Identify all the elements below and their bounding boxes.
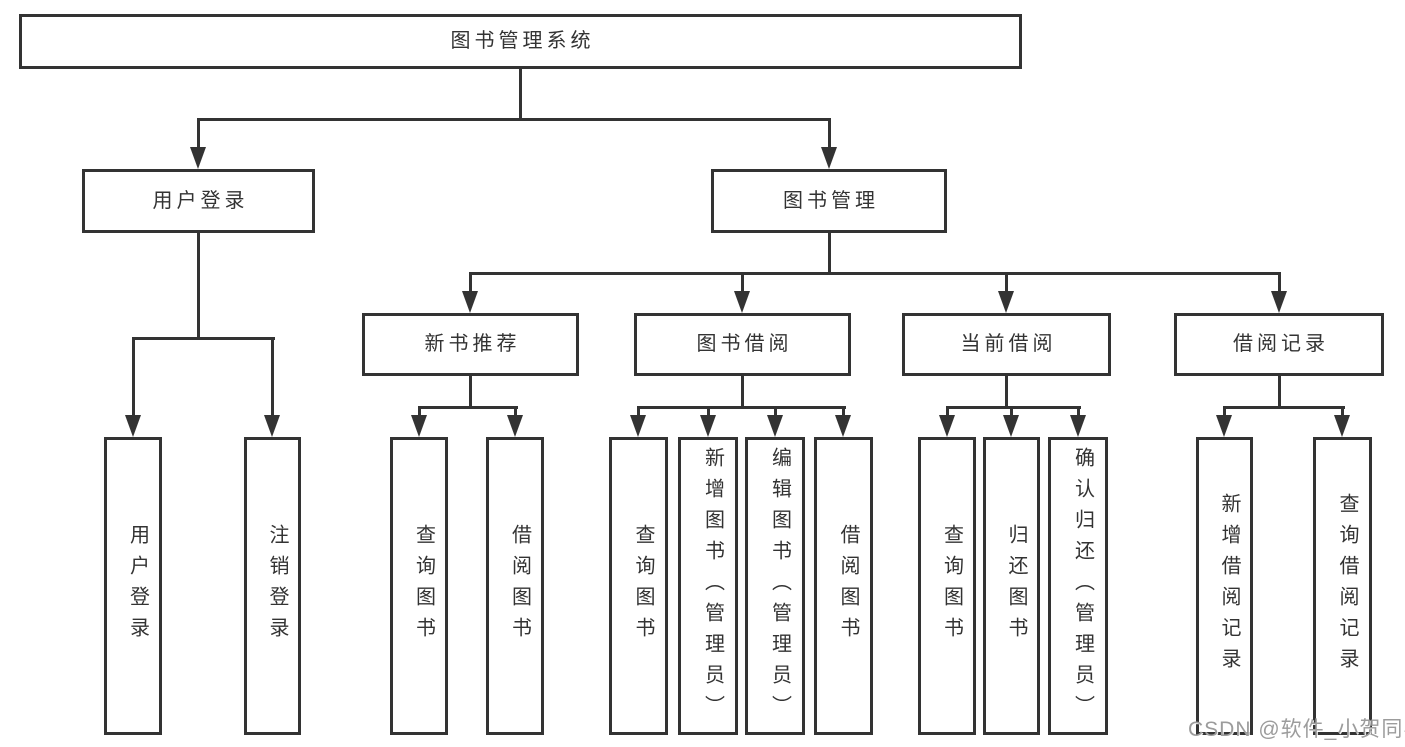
csdn-watermark: CSDN @软件_小贺同学 xyxy=(1188,718,1405,741)
leaf-query-books-1: 查询图书 xyxy=(390,437,448,735)
leaf-query-books-2: 查询图书 xyxy=(609,437,668,735)
arrow-to-leaf-query-books-2 xyxy=(630,406,647,437)
arrowhead-icon xyxy=(1003,415,1019,437)
arrowhead-icon xyxy=(1334,415,1350,437)
connector-level2-rail xyxy=(196,118,831,121)
connector-root-stem xyxy=(518,69,522,121)
leaf-query-books-3: 查询图书 xyxy=(918,437,976,735)
node-book-borrowing: 图书借阅 xyxy=(634,313,851,376)
arrowhead-icon xyxy=(1070,415,1086,437)
connector-borrowing-records-rail xyxy=(1222,406,1345,409)
arrowhead-icon xyxy=(767,415,783,437)
arrowhead-icon xyxy=(734,291,750,313)
connector-borrowing-records-stem xyxy=(1277,376,1281,409)
arrow-to-leaf-confirm-return xyxy=(1070,406,1087,437)
arrow-to-leaf-user-login xyxy=(125,337,142,437)
connector-user-login-stem xyxy=(196,233,200,340)
leaf-borrow-books-1: 借阅图书 xyxy=(486,437,544,735)
leaf-add-borrow-record: 新增借阅记录 xyxy=(1196,437,1253,735)
arrowhead-icon xyxy=(821,147,837,169)
node-current-borrowing: 当前借阅 xyxy=(902,313,1111,376)
leaf-return-books: 归还图书 xyxy=(983,437,1040,735)
arrow-to-leaf-return-books xyxy=(1003,406,1020,437)
arrow-to-leaf-add-borrow-record xyxy=(1216,406,1233,437)
arrowhead-icon xyxy=(411,415,427,437)
arrow-to-borrowing-records xyxy=(1271,272,1288,313)
connector-book-borrowing-rail xyxy=(636,406,846,409)
connector-current-borrowing-rail xyxy=(945,406,1081,409)
node-new-book-recommendation: 新书推荐 xyxy=(362,313,579,376)
arrow-to-user-login xyxy=(190,118,207,169)
arrow-to-book-management xyxy=(821,118,838,169)
leaf-add-book-admin: 新增图书（管理员） xyxy=(678,437,738,735)
leaf-user-login: 用户登录 xyxy=(104,437,162,735)
arrowhead-icon xyxy=(264,415,280,437)
arrow-to-current-borrowing xyxy=(998,272,1015,313)
connector-user-login-rail xyxy=(131,337,275,340)
arrowhead-icon xyxy=(835,415,851,437)
arrow-to-leaf-query-borrow-record xyxy=(1334,406,1351,437)
arrow-to-new-book xyxy=(462,272,479,313)
node-user-login: 用户登录 xyxy=(82,169,315,233)
leaf-logout: 注销登录 xyxy=(244,437,301,735)
arrowhead-icon xyxy=(700,415,716,437)
arrow-to-leaf-query-books-3 xyxy=(939,406,956,437)
connector-current-borrowing-stem xyxy=(1004,376,1008,409)
arrow-to-book-borrowing xyxy=(734,272,751,313)
arrowhead-icon xyxy=(1216,415,1232,437)
arrowhead-icon xyxy=(630,415,646,437)
arrowhead-icon xyxy=(1271,291,1287,313)
node-library-system: 图书管理系统 xyxy=(19,14,1022,69)
arrow-to-leaf-edit-book xyxy=(767,406,784,437)
arrow-to-leaf-logout xyxy=(264,337,281,437)
connector-book-management-stem xyxy=(827,233,831,275)
arrowhead-icon xyxy=(507,415,523,437)
arrow-to-leaf-query-books-1 xyxy=(411,406,428,437)
leaf-query-borrow-record: 查询借阅记录 xyxy=(1313,437,1372,735)
leaf-borrow-books-2: 借阅图书 xyxy=(814,437,873,735)
node-borrowing-records: 借阅记录 xyxy=(1174,313,1384,376)
leaf-confirm-return-admin: 确认归还（管理员） xyxy=(1048,437,1108,735)
arrowhead-icon xyxy=(939,415,955,437)
arrow-to-leaf-borrow-books-1 xyxy=(507,406,524,437)
connector-new-book-stem xyxy=(468,376,472,409)
arrow-to-leaf-add-book xyxy=(700,406,717,437)
connector-level3-rail xyxy=(468,272,1281,275)
arrow-to-leaf-borrow-books-2 xyxy=(835,406,852,437)
arrowhead-icon xyxy=(190,147,206,169)
arrowhead-icon xyxy=(125,415,141,437)
leaf-edit-book-admin: 编辑图书（管理员） xyxy=(745,437,805,735)
node-book-management: 图书管理 xyxy=(711,169,947,233)
arrowhead-icon xyxy=(462,291,478,313)
arrowhead-icon xyxy=(998,291,1014,313)
connector-book-borrowing-stem xyxy=(740,376,744,409)
connector-new-book-rail xyxy=(417,406,518,409)
